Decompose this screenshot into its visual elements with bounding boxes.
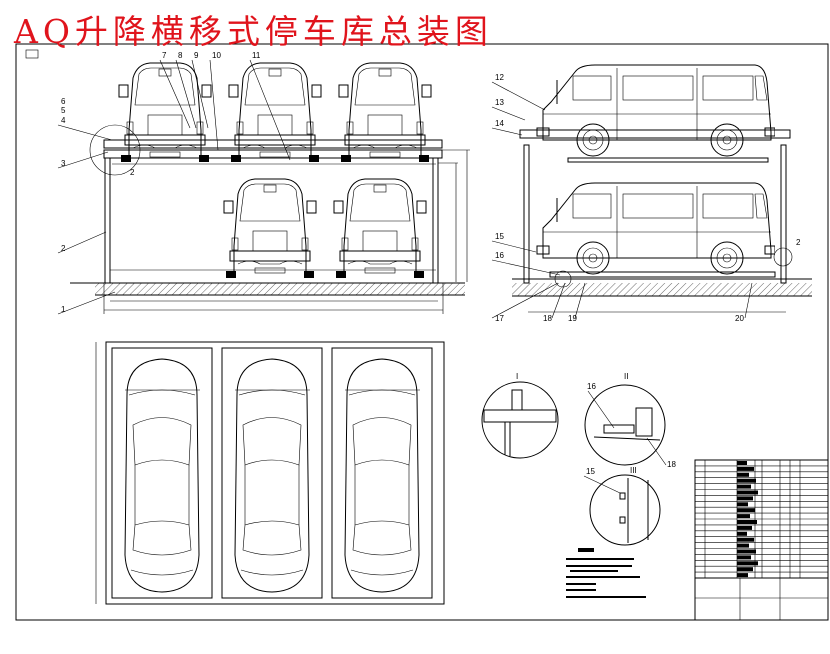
lower-pallet-side bbox=[549, 271, 776, 278]
parts-list-cell-mark bbox=[737, 573, 748, 578]
frame-tag bbox=[25, 49, 39, 59]
detail-iii: III 15 bbox=[583, 466, 661, 546]
detail-ii-label-18: 18 bbox=[667, 460, 676, 469]
part-label-6: 6 bbox=[61, 97, 66, 106]
technical-notes bbox=[566, 548, 646, 598]
part-label-2-upper: 2 bbox=[130, 168, 135, 177]
part-label-2-side: 2 bbox=[796, 238, 801, 247]
parts-list-cell-mark bbox=[737, 561, 758, 566]
parts-list-cell-mark bbox=[737, 514, 750, 519]
post-right bbox=[432, 157, 439, 284]
parts-list-cell-mark bbox=[737, 520, 757, 524]
part-label-5: 5 bbox=[61, 106, 66, 115]
parts-list-cell-mark bbox=[737, 555, 751, 560]
part-label-13: 13 bbox=[495, 98, 504, 107]
lower-van-side bbox=[537, 183, 775, 274]
detail-ii: II 16 18 bbox=[584, 372, 676, 469]
title-block bbox=[694, 577, 829, 621]
part-label-1: 1 bbox=[61, 305, 66, 314]
part-label-14: 14 bbox=[495, 119, 504, 128]
parts-list-cell-mark bbox=[737, 461, 747, 465]
post-left bbox=[104, 157, 111, 284]
part-label-16: 16 bbox=[495, 251, 504, 260]
part-label-7: 7 bbox=[162, 51, 167, 60]
front-elevation-view: 7 8 9 10 11 6 5 4 3 2 2 1 bbox=[57, 51, 470, 315]
part-label-9: 9 bbox=[194, 51, 199, 60]
side-part-labels: 12 13 14 15 16 17 18 19 20 2 bbox=[491, 73, 801, 323]
ground-hatch-side bbox=[512, 283, 812, 296]
detail-ii-title: II bbox=[624, 372, 628, 381]
plan-car-2 bbox=[235, 359, 309, 592]
upper-pallet-side bbox=[519, 129, 791, 139]
parts-list-cell-mark bbox=[737, 502, 748, 507]
drawing-frame bbox=[15, 43, 829, 621]
plan-car-3 bbox=[345, 359, 419, 592]
part-label-3: 3 bbox=[61, 159, 66, 168]
detail-i-callout-circle bbox=[89, 124, 141, 176]
lower-van-2 bbox=[334, 179, 426, 278]
parts-list-border bbox=[694, 459, 829, 621]
upper-van-side bbox=[537, 65, 775, 156]
upper-van-1 bbox=[119, 63, 211, 162]
parts-list-cell-mark bbox=[737, 543, 749, 548]
part-label-8: 8 bbox=[178, 51, 183, 60]
parts-list-cell-mark bbox=[737, 567, 753, 572]
part-label-15: 15 bbox=[495, 232, 504, 241]
parts-list-table bbox=[694, 459, 829, 621]
plan-car-1 bbox=[125, 359, 199, 592]
detail-i: I bbox=[481, 372, 559, 459]
parts-list-cell-mark bbox=[737, 531, 747, 536]
front-part-labels: 7 8 9 10 11 6 5 4 3 2 2 1 bbox=[57, 51, 291, 315]
parts-list-cell-mark bbox=[737, 537, 754, 542]
detail-ii-label-16: 16 bbox=[587, 382, 596, 391]
parts-list-cell-mark bbox=[737, 472, 749, 477]
detail-iii-title: III bbox=[630, 466, 637, 475]
part-label-19: 19 bbox=[568, 314, 577, 323]
part-label-18: 18 bbox=[543, 314, 552, 323]
parts-list-cell-mark bbox=[737, 496, 753, 501]
part-label-11: 11 bbox=[252, 51, 261, 60]
part-label-20: 20 bbox=[735, 314, 744, 323]
detail-i-title: I bbox=[516, 372, 518, 381]
upper-van-2 bbox=[229, 63, 321, 162]
parts-list-cell-mark bbox=[737, 466, 754, 471]
parts-list-cell-mark bbox=[737, 525, 752, 530]
part-label-10: 10 bbox=[212, 51, 221, 60]
parts-list-cell-mark bbox=[737, 478, 756, 483]
part-label-17: 17 bbox=[495, 314, 504, 323]
parts-list-cell-mark bbox=[737, 484, 751, 489]
ground-hatch bbox=[95, 283, 465, 295]
part-label-12: 12 bbox=[495, 73, 504, 82]
detail-iii-label-15: 15 bbox=[586, 467, 595, 476]
side-elevation-view: 12 13 14 15 16 17 18 19 20 2 bbox=[491, 65, 812, 323]
parts-list-cell-mark bbox=[737, 508, 755, 513]
drawing-title: AQ升降横移式停车库总装图 bbox=[14, 12, 493, 51]
side-post-right bbox=[780, 144, 787, 284]
lower-van-1 bbox=[224, 179, 316, 278]
part-label-4: 4 bbox=[61, 116, 66, 125]
parts-list-cell-mark bbox=[737, 490, 758, 495]
part-label-2: 2 bbox=[61, 244, 66, 253]
upper-pallet-beam bbox=[103, 139, 443, 149]
parts-list-cell-mark bbox=[737, 549, 756, 554]
side-post-left bbox=[523, 144, 530, 284]
upper-van-3 bbox=[339, 63, 431, 162]
plan-view bbox=[95, 341, 445, 605]
